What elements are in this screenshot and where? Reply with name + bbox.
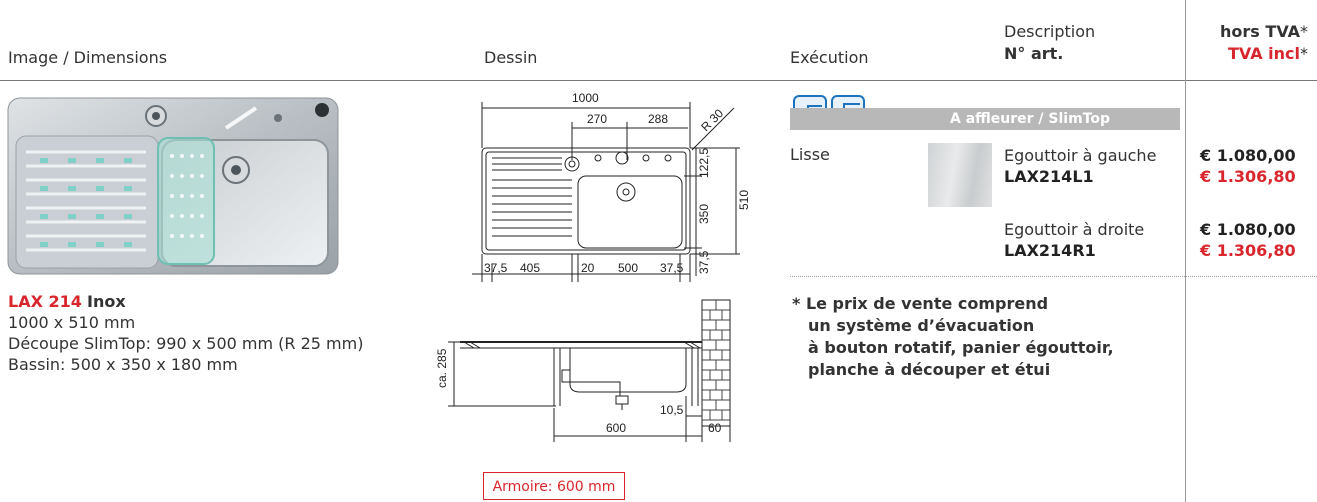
header-divider	[0, 80, 1317, 81]
col-header-description: Description	[1004, 22, 1096, 41]
dim-37-5-a: 37,5	[484, 261, 508, 275]
product-basin: Bassin: 500 x 350 x 180 mm	[8, 355, 238, 374]
price-right: € 1.080,00 € 1.306,80	[1200, 220, 1296, 260]
product-size: 1000 x 510 mm	[8, 313, 136, 332]
dim-600: 600	[606, 421, 626, 435]
dim-270: 270	[587, 112, 607, 126]
top-view-drawing: 1000 270 288 R 30 122,5 510 350 37,5 37,…	[472, 91, 751, 282]
col-header-execution: Exécution	[790, 48, 869, 67]
price-column-divider	[1185, 0, 1186, 502]
dim-122-5: 122,5	[697, 148, 711, 178]
dim-20: 20	[581, 261, 595, 275]
col-header-image-dimensions: Image / Dimensions	[8, 48, 168, 67]
dim-510: 510	[737, 190, 751, 210]
mount-type-bar: A affleurer / SlimTop	[790, 108, 1180, 130]
dim-60: 60	[708, 421, 722, 435]
col-header-hors-tva: hors TVA*	[1220, 22, 1308, 41]
dim-405: 405	[520, 261, 540, 275]
product-description: LAX 214 Inox 1000 x 510 mm Découpe SlimT…	[8, 291, 363, 375]
col-header-art-no: N° art.	[1004, 44, 1064, 63]
product-photo	[7, 97, 339, 275]
price-note: * Le prix de vente comprend un système d…	[792, 294, 1114, 379]
dim-1000: 1000	[572, 91, 599, 105]
dim-37-5-v: 37,5	[697, 250, 711, 274]
dotted-separator	[790, 276, 1317, 277]
armoire-label: Armoire: 600 mm	[483, 472, 625, 500]
finish-swatch	[928, 143, 992, 207]
dim-10-5: 10,5	[660, 403, 684, 417]
product-title: LAX 214 Inox	[8, 292, 126, 311]
variant-right: Egouttoir à droite LAX214R1	[1004, 220, 1145, 260]
price-left: € 1.080,00 € 1.306,80	[1200, 146, 1296, 186]
dim-ca-285: ca. 285	[435, 348, 449, 388]
dim-288: 288	[648, 112, 668, 126]
finish-label: Lisse	[790, 145, 830, 164]
col-header-tva-incl: TVA incl*	[1227, 44, 1308, 63]
dim-37-5-b: 37,5	[660, 261, 684, 275]
product-cutout: Découpe SlimTop: 990 x 500 mm (R 25 mm)	[8, 334, 364, 353]
dim-r30: R 30	[698, 106, 726, 134]
col-header-dessin: Dessin	[484, 48, 538, 67]
side-view-drawing: ca. 285 10,5 600 60	[435, 299, 731, 442]
dim-500: 500	[618, 261, 638, 275]
variant-left: Egouttoir à gauche LAX214L1	[1004, 146, 1157, 186]
dim-350: 350	[697, 204, 711, 224]
